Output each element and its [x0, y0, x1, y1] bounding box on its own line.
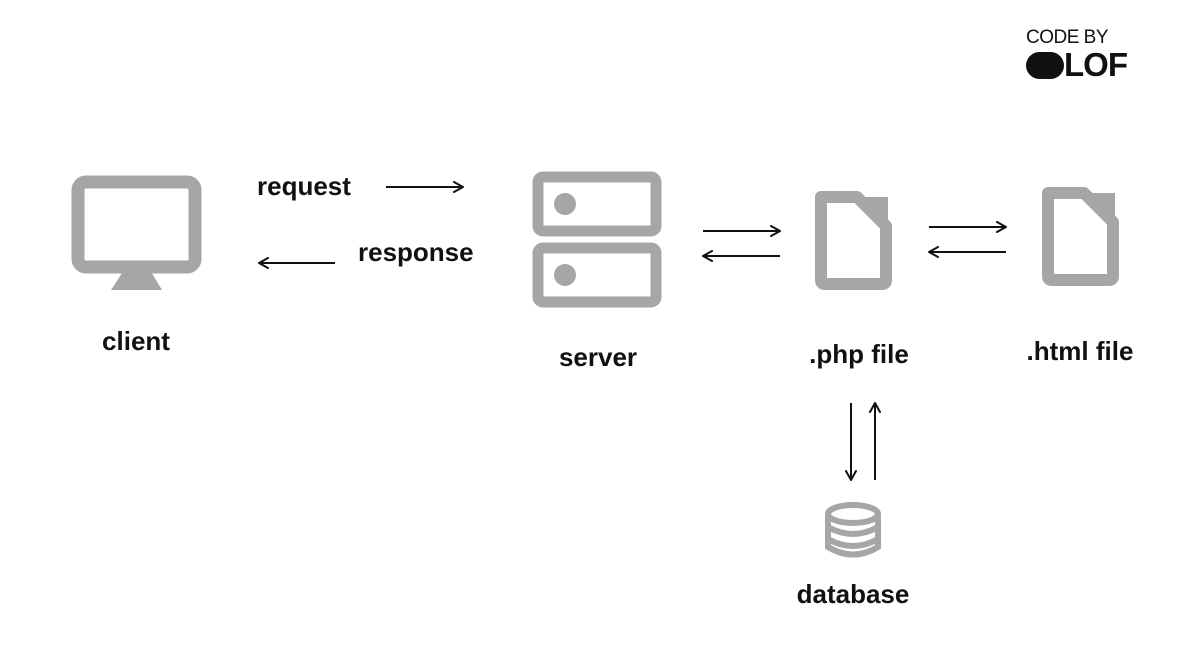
client-label: client	[102, 326, 170, 356]
server-rack-icon	[532, 171, 662, 308]
database-icon	[825, 502, 881, 558]
logo-pill-icon	[1026, 52, 1064, 79]
request-label: request	[257, 171, 351, 201]
html-document-icon	[1042, 187, 1119, 286]
response-label: response	[358, 237, 474, 267]
html-file-label: .html file	[1026, 336, 1134, 366]
php-file-label: .php file	[809, 339, 909, 369]
logo-line1: CODE BY	[1026, 27, 1109, 48]
server-label: server	[558, 342, 638, 372]
php-document-icon	[815, 191, 892, 290]
monitor-icon	[71, 175, 202, 290]
brand-logo: CODE BY LOF	[1026, 28, 1146, 84]
logo-line2: LOF	[1064, 46, 1128, 83]
database-label: database	[796, 579, 910, 609]
